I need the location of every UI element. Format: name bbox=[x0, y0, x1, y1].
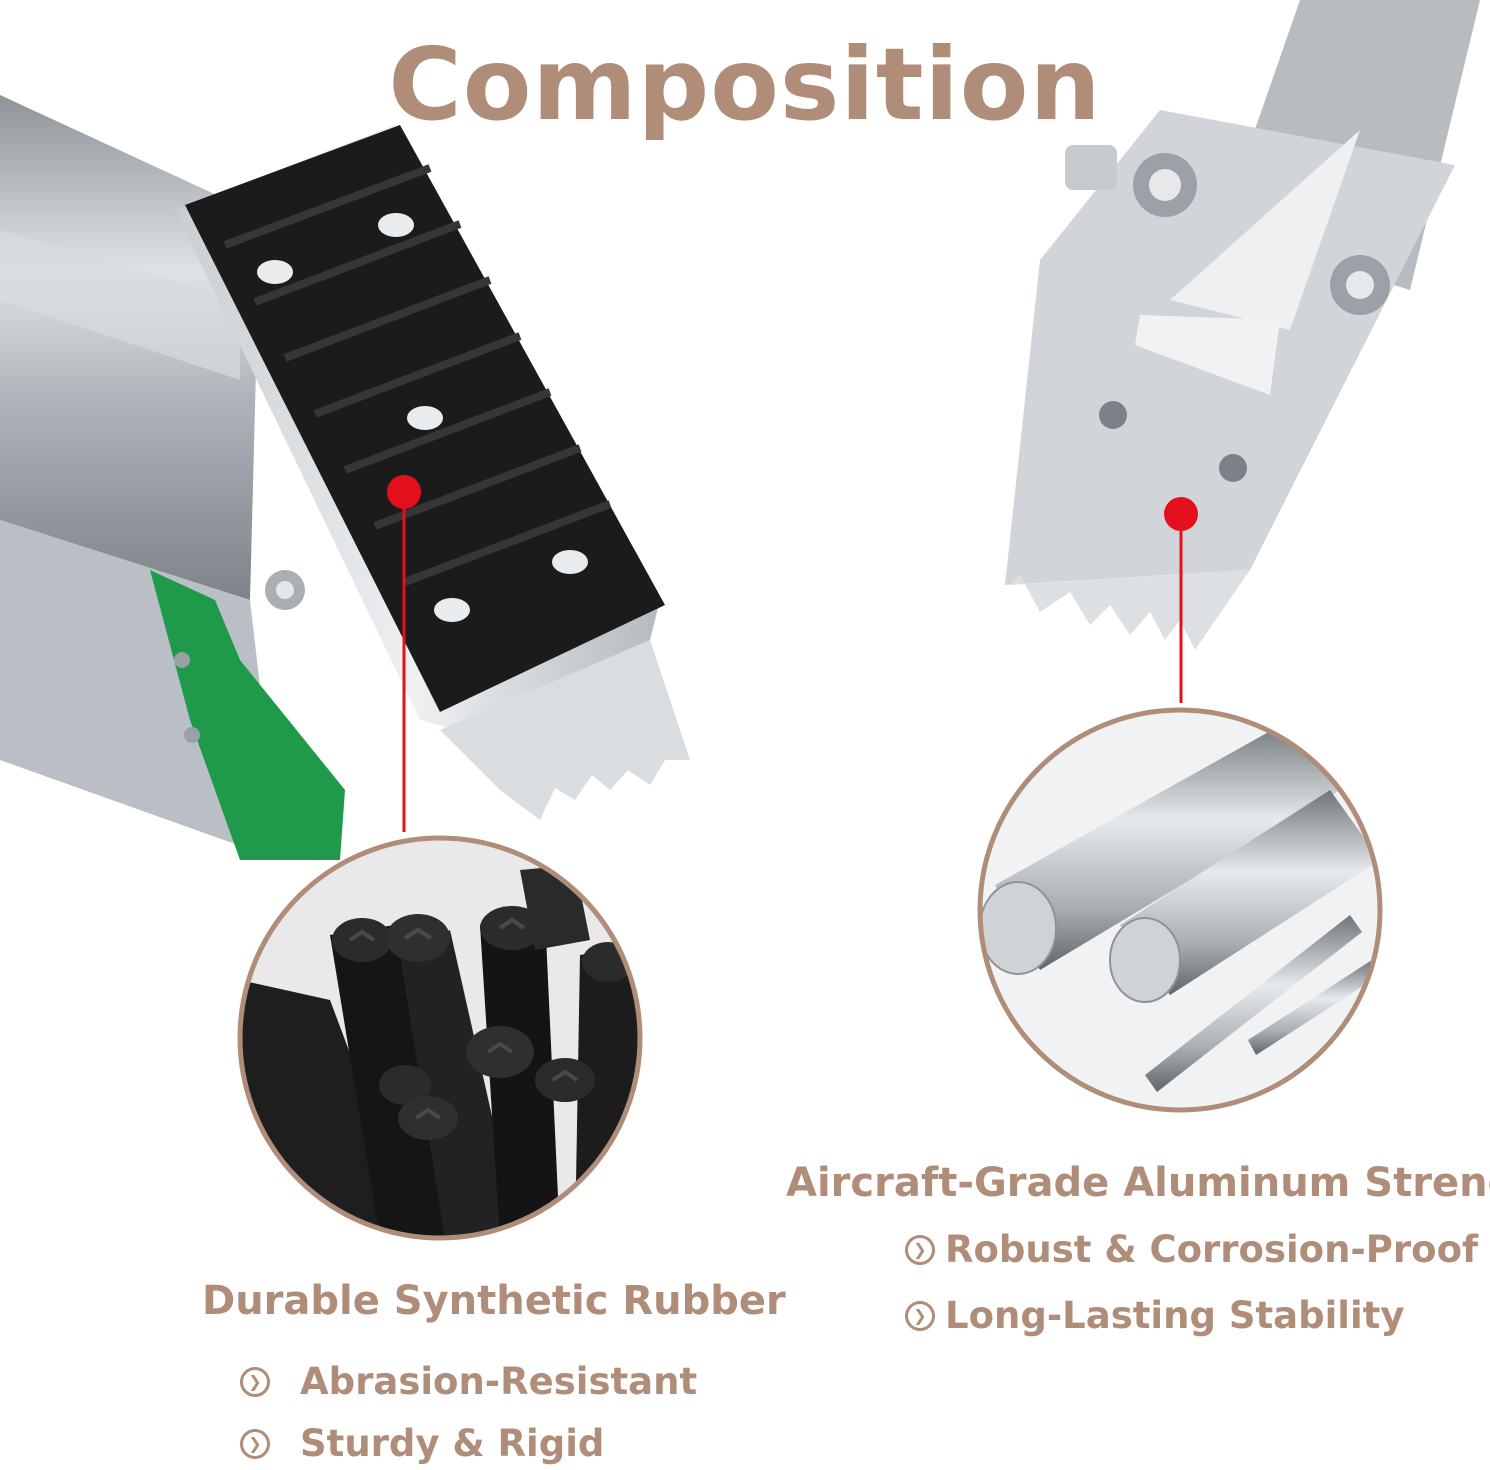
aluminum-pointer bbox=[1164, 497, 1198, 703]
chevron-circle-icon: ❯ bbox=[240, 1428, 270, 1459]
chevron-circle-icon: ❯ bbox=[240, 1366, 270, 1397]
bullet-label: Robust & Corrosion-Proof bbox=[945, 1228, 1479, 1271]
rubber-bullet-1: ❯ Abrasion-Resistant bbox=[240, 1360, 697, 1403]
page-title: Composition bbox=[388, 26, 1102, 143]
aluminum-foot-image bbox=[1005, 0, 1480, 650]
bullet-label: Abrasion-Resistant bbox=[300, 1360, 698, 1403]
bullet-label: Long-Lasting Stability bbox=[945, 1294, 1405, 1337]
aluminum-bullet-1: ❯ Robust & Corrosion-Proof bbox=[905, 1228, 1478, 1271]
chevron-circle-icon: ❯ bbox=[905, 1234, 935, 1265]
aluminum-material-circle bbox=[977, 707, 1383, 1113]
rubber-heading: Durable Synthetic Rubber bbox=[202, 1278, 786, 1324]
bullet-label: Sturdy & Rigid bbox=[300, 1422, 605, 1465]
aluminum-heading: Aircraft-Grade Aluminum Strength bbox=[786, 1160, 1490, 1206]
rubber-material-circle bbox=[237, 835, 643, 1241]
rubber-pointer bbox=[387, 475, 421, 832]
ladder-foot-image bbox=[0, 95, 690, 860]
rubber-bullet-2: ❯ Sturdy & Rigid bbox=[240, 1422, 604, 1465]
aluminum-bullet-2: ❯ Long-Lasting Stability bbox=[905, 1294, 1404, 1337]
chevron-circle-icon: ❯ bbox=[905, 1300, 935, 1331]
